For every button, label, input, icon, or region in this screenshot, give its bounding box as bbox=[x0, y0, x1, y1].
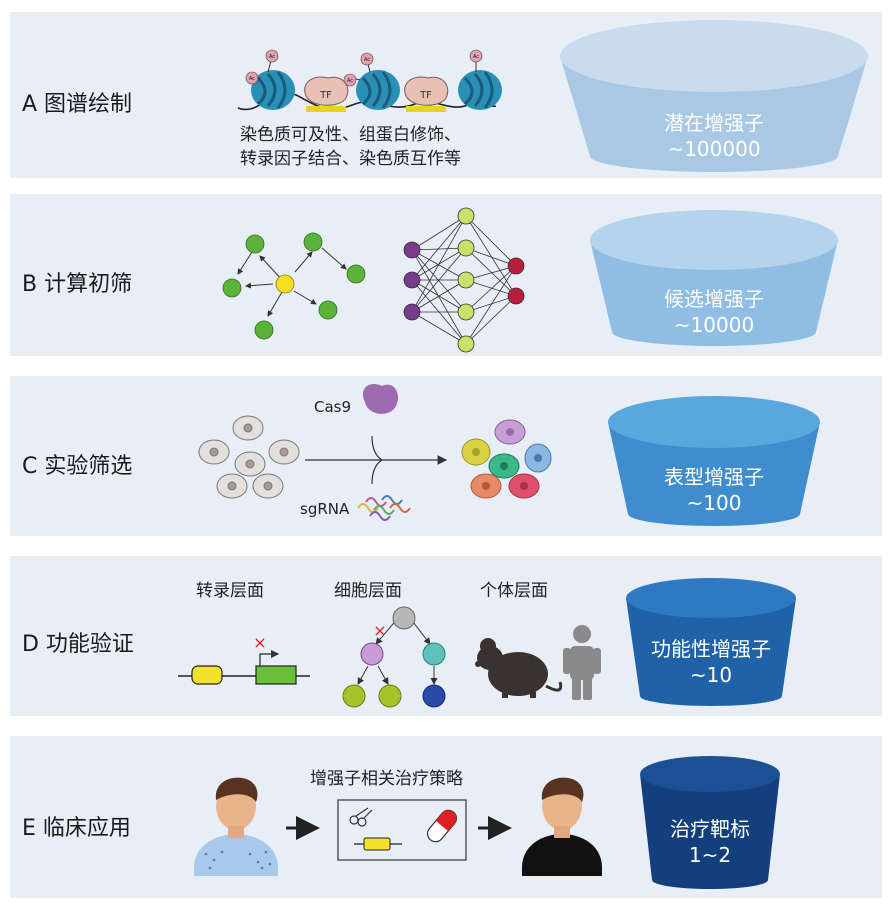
panel-c: C 实验筛选 bbox=[10, 376, 882, 536]
sgrna-pool bbox=[357, 495, 411, 521]
crispr-screen-illustration bbox=[198, 383, 552, 521]
svg-text:×: × bbox=[373, 621, 386, 640]
svg-text:Ac: Ac bbox=[364, 57, 370, 63]
cylinder-d-count: ~10 bbox=[689, 663, 733, 687]
svg-text:Ac: Ac bbox=[473, 54, 479, 60]
cas9-protein bbox=[362, 383, 399, 414]
mouse-icon bbox=[475, 638, 563, 698]
cell-lineage-tree: × bbox=[342, 606, 446, 708]
graph-network bbox=[222, 232, 366, 340]
cylinder-candidate-enhancers: 候选增强子 ~10000 bbox=[590, 208, 838, 348]
panel-a: A 图谱绘制 Ac Ac Ac Ac bbox=[10, 12, 882, 178]
level-cellular: 细胞层面 bbox=[334, 581, 402, 601]
panel-e-title: E 临床应用 bbox=[22, 816, 131, 841]
scissors-icon bbox=[349, 807, 373, 827]
unedited-cells bbox=[198, 415, 300, 499]
tf-protein-2: TF bbox=[404, 76, 449, 112]
nucleosome-3: Ac bbox=[458, 49, 502, 110]
cylinder-e-count: 1~2 bbox=[688, 843, 732, 867]
svg-text:×: × bbox=[253, 633, 266, 652]
edited-cells bbox=[461, 419, 552, 499]
gene-construct: × bbox=[178, 633, 310, 685]
panel-a-title: A 图谱绘制 bbox=[22, 92, 133, 117]
validation-illustration: × × bbox=[178, 606, 601, 708]
svg-text:TF: TF bbox=[319, 90, 332, 101]
cylinder-a-label: 潜在增强子 bbox=[664, 111, 764, 135]
cylinder-potential-enhancers: 潜在增强子 ~100000 bbox=[560, 18, 868, 174]
strategy-label: 增强子相关治疗策略 bbox=[310, 769, 463, 789]
panel-e: E 临床应用 增强子相关治疗策略 bbox=[10, 736, 882, 898]
chromatin-illustration: Ac Ac Ac Ac Ac TF bbox=[237, 49, 502, 112]
human-icon bbox=[563, 625, 601, 700]
level-transcription: 转录层面 bbox=[196, 581, 264, 601]
cylinder-therapeutic-targets: 治疗靶标 1~2 bbox=[640, 754, 780, 892]
cylinder-functional-enhancers: 功能性增强子 ~10 bbox=[626, 576, 796, 708]
nucleosome-1: Ac Ac bbox=[245, 49, 295, 110]
panel-b-title: B 计算初筛 bbox=[22, 272, 133, 297]
nucleosome-2: Ac Ac bbox=[343, 52, 400, 110]
therapy-box bbox=[337, 799, 467, 861]
capsule-icon bbox=[426, 809, 458, 843]
level-organism: 个体层面 bbox=[480, 581, 548, 601]
recovered-patient-icon bbox=[522, 777, 602, 876]
neural-network bbox=[403, 207, 525, 353]
tf-protein-1: TF bbox=[304, 76, 349, 112]
patient-icon bbox=[194, 777, 278, 876]
cylinder-b-count: ~10000 bbox=[673, 313, 755, 337]
panel-c-title: C 实验筛选 bbox=[22, 454, 133, 479]
svg-text:Ac: Ac bbox=[249, 76, 255, 82]
svg-text:TF: TF bbox=[419, 90, 432, 101]
cylinder-d-label: 功能性增强子 bbox=[651, 637, 771, 661]
panel-d-title: D 功能验证 bbox=[22, 632, 134, 657]
panel-b: B 计算初筛 bbox=[10, 194, 882, 356]
cylinder-a-count: ~100000 bbox=[667, 137, 761, 161]
svg-text:Ac: Ac bbox=[347, 78, 353, 84]
panel-a-caption-line1: 染色质可及性、组蛋白修饰、 bbox=[240, 125, 461, 145]
panel-d: D 功能验证 转录层面 细胞层面 个体层面 × × bbox=[10, 556, 882, 716]
cylinder-c-label: 表型增强子 bbox=[664, 465, 764, 489]
cylinder-b-label: 候选增强子 bbox=[664, 287, 764, 311]
cylinder-c-count: ~100 bbox=[686, 491, 742, 515]
panel-a-caption-line2: 转录因子结合、染色质互作等 bbox=[240, 149, 461, 169]
cylinder-e-label: 治疗靶标 bbox=[670, 817, 750, 841]
clinical-illustration bbox=[194, 777, 602, 876]
sgrna-label: sgRNA bbox=[300, 500, 350, 518]
svg-text:Ac: Ac bbox=[269, 54, 275, 60]
cylinder-phenotypic-enhancers: 表型增强子 ~100 bbox=[608, 394, 820, 528]
cas9-label: Cas9 bbox=[314, 398, 352, 416]
computation-illustration bbox=[222, 207, 525, 353]
